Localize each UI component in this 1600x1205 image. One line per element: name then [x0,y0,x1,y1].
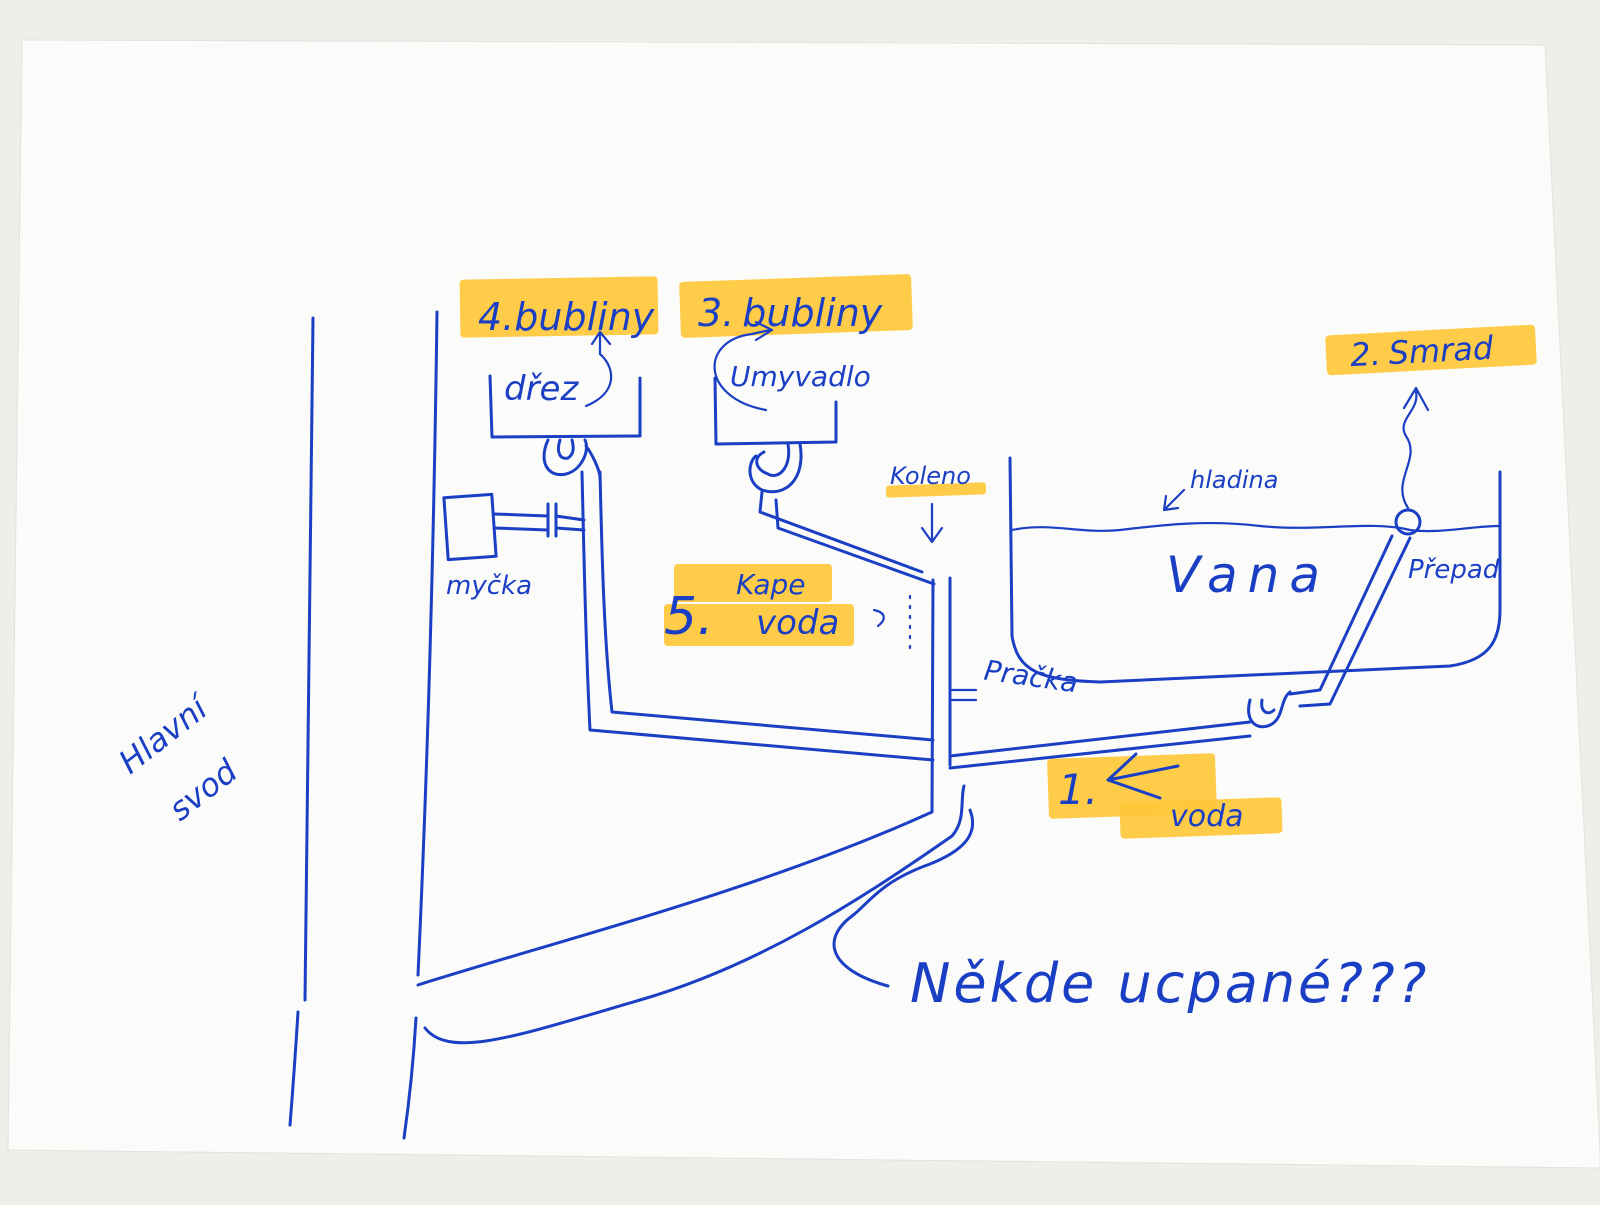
issue-5-line1: Kape [736,568,806,601]
issue-1-number: 1. [1058,765,1098,814]
washing-machine-connector [950,688,978,702]
arrow-elbow [920,502,944,544]
arrow-issue-3-bubbles [713,320,774,412]
dishwasher-label: myčka [446,571,532,601]
bathtub-overflow-pipe [1288,534,1412,708]
arrow-issue-5-drip [872,608,885,628]
highlight-issue-5-line1 [674,564,832,602]
sink-pipe-inner [598,470,935,742]
bathtub-siphon [1247,690,1292,729]
highlight-issue-3 [679,274,913,338]
issue-4-label: 4.bubliny [478,295,655,339]
arrow-water-level [1162,488,1186,512]
issue-5-number: 5. [664,587,714,647]
sink-basin [488,374,642,439]
somewhere-clogged-label: Někde ucpané??? [910,952,1429,1015]
overflow-label: Přepad [1408,555,1500,585]
washbasin-pipe-lower [774,498,936,586]
main-drain-wall-right-lower [402,1016,418,1140]
connection-pipe-upper [416,578,935,987]
water-level-label: hladina [1190,466,1278,494]
arrow-issue-1-water [1106,752,1180,800]
bathtub-water-surface [1010,521,1502,533]
highlight-issue-1-line2 [1119,797,1283,839]
main-drain-wall-left [303,316,315,1002]
washbasin-pipe-upper [758,490,924,574]
bathtub-tub [1008,456,1502,684]
highlight-elbow [885,482,987,498]
highlight-issue-2 [1325,324,1537,376]
washbasin-siphon [748,442,803,494]
washbasin-label: Umyvadlo [730,360,871,393]
issue-5-line2: voda [756,603,839,643]
washbasin-bowl [713,376,838,446]
bathtub-overflow-opening [1394,508,1422,536]
dishwasher-box [442,492,498,562]
bubble-callout [832,808,975,988]
issue-2-label: 2.Smrad [1349,329,1495,374]
bathtub-label: Vana [1166,546,1330,604]
bathtub-pipe-lower [948,734,1252,770]
bathtub-pipe-upper [948,720,1252,758]
main-drain-wall-left-lower [288,1010,300,1127]
issue-3-label: 3.bubliny [698,291,883,335]
highlight-issue-5-line2 [664,604,854,646]
elbow-label: Koleno [890,462,971,490]
dishwasher-hose [492,502,586,538]
connection-pipe-lower [423,784,966,1045]
sink-label: dřez [504,369,579,409]
arrow-issue-2-smell [1401,386,1430,510]
main-drain-wall-right [416,310,439,977]
highlight-issue-4 [459,276,659,338]
sink-siphon [542,438,602,480]
issue-1-text: voda [1170,799,1244,834]
arrow-issue-4-bubbles [584,330,613,408]
sink-pipe-outer [580,470,935,762]
